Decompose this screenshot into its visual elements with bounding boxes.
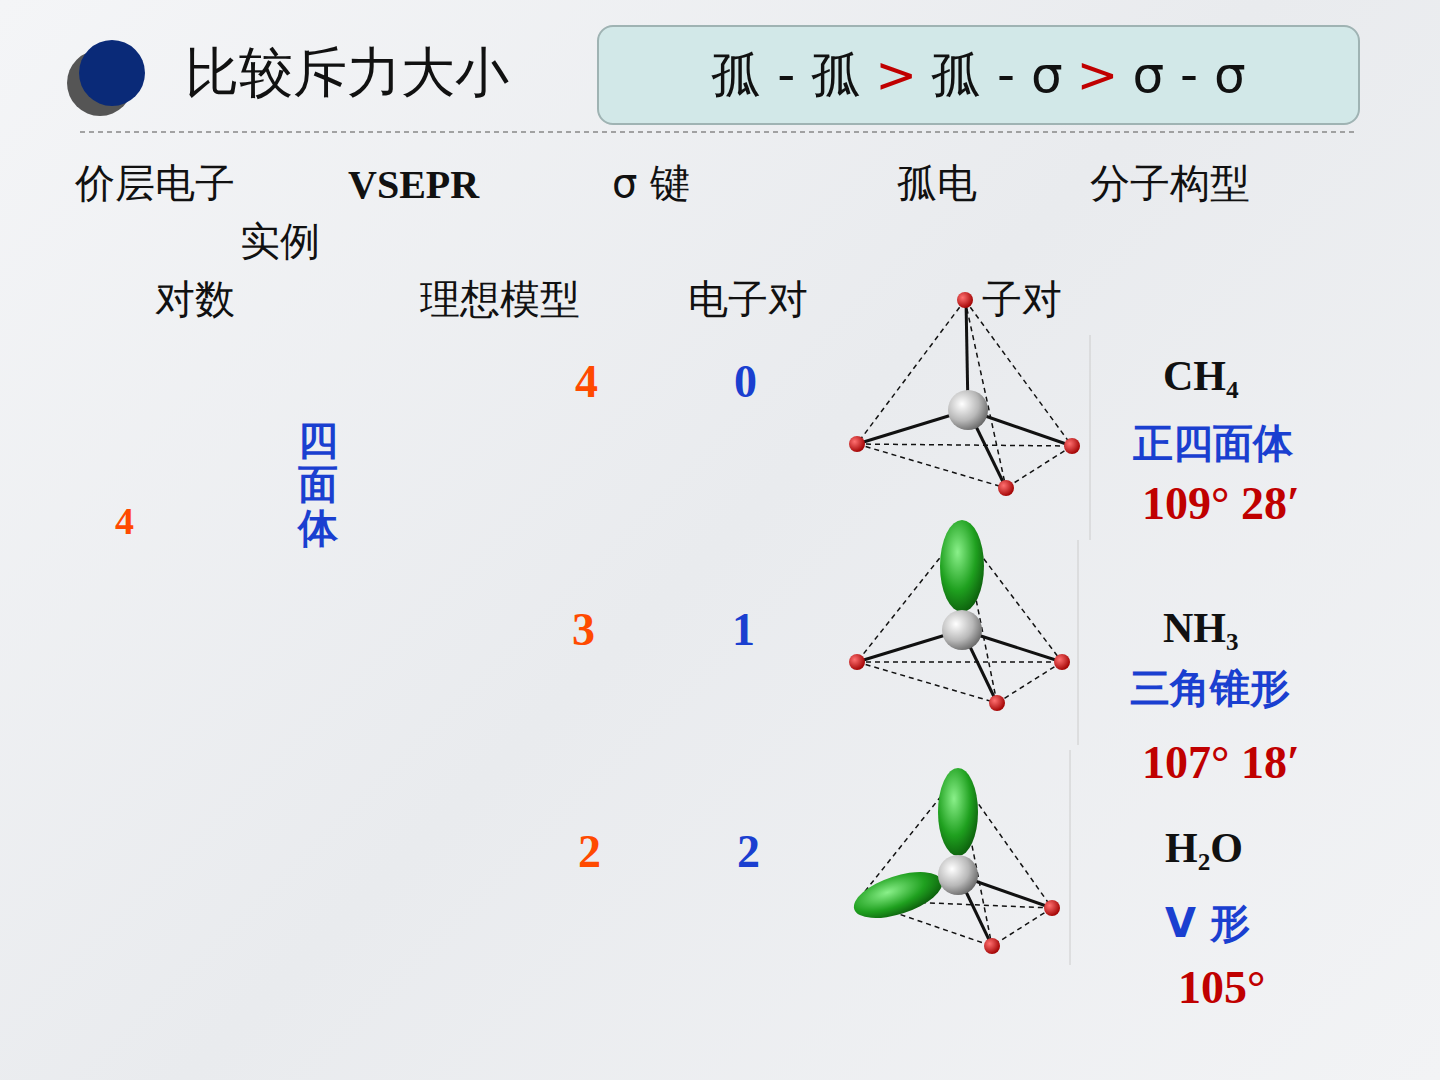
column-header: 对数	[155, 276, 235, 322]
lone-pair-count: 2	[737, 826, 760, 879]
column-rule	[1090, 335, 1091, 540]
sigma-pair-count: 3	[572, 604, 595, 657]
molecule-formula: H₂O	[1165, 824, 1243, 872]
sigma-pair-count: 2	[578, 826, 601, 879]
ideal-model: 四面体	[298, 418, 338, 550]
column-header: 价层电子	[75, 160, 235, 206]
repulsion-pair: σ - σ	[1132, 46, 1245, 104]
molecule-formula: CH₄	[1163, 352, 1239, 400]
divider	[80, 131, 1355, 133]
column-header: 电子对	[688, 276, 808, 322]
column-header: 实例	[240, 218, 320, 264]
column-header: 分子构型	[1090, 160, 1250, 206]
bond-angle: 109° 28′	[1142, 478, 1300, 531]
column-header: VSEPR	[348, 162, 479, 208]
comparison-box: 孤 - 孤>孤 - σ>σ - σ	[597, 25, 1360, 125]
greater-sign: >	[875, 46, 917, 104]
column-header: 孤电	[897, 160, 977, 206]
nh3-model	[849, 520, 1070, 711]
slide-title: 比较斥力大小	[185, 42, 509, 104]
electron-pair-count: 4	[115, 500, 134, 544]
column-header: 子对	[982, 276, 1062, 322]
bond-angle: 105°	[1178, 962, 1265, 1015]
column-rule	[1078, 540, 1079, 745]
column-header: 理想模型	[420, 276, 580, 322]
column-rule	[1070, 750, 1071, 965]
repulsion-pair: 孤 - σ	[931, 42, 1063, 109]
bullet	[79, 40, 145, 106]
molecular-shape: 三角锥形	[1130, 665, 1290, 711]
greater-sign: >	[1077, 46, 1119, 104]
bond-angle: 107° 18′	[1142, 737, 1300, 790]
lone-pair-count: 1	[732, 604, 755, 657]
molecular-shape: V 形	[1165, 900, 1250, 946]
repulsion-pair: 孤 - 孤	[711, 42, 861, 109]
molecular-shape: 正四面体	[1133, 420, 1293, 466]
column-header: σ 键	[612, 160, 690, 206]
sigma-pair-count: 4	[575, 356, 598, 409]
molecule-formula: NH₃	[1163, 604, 1239, 652]
ch4-model	[849, 292, 1080, 496]
lone-pair-count: 0	[734, 356, 757, 409]
h2o-model	[848, 768, 1060, 954]
